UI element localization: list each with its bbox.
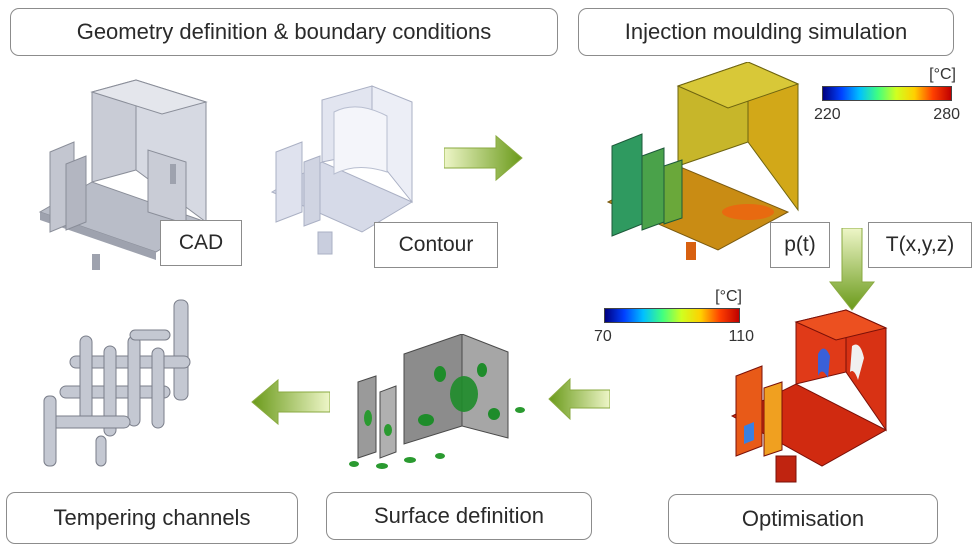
injection-colorbar-unit: [°C] bbox=[929, 66, 956, 83]
injection-colorbar-max: 280 bbox=[933, 106, 960, 123]
surface-model-image bbox=[349, 334, 525, 469]
right-arrow-icon bbox=[444, 134, 523, 182]
down-arrow-icon bbox=[828, 228, 876, 311]
optimisation-colorbar-min: 70 bbox=[594, 328, 612, 345]
tempering-stage-title: Tempering channels bbox=[6, 492, 298, 544]
optimisation-model-image bbox=[730, 309, 888, 483]
optimisation-colorbar-max: 110 bbox=[728, 328, 754, 345]
left-arrow-icon bbox=[548, 378, 610, 420]
injection-colorbar: [°C] 220 280 bbox=[814, 66, 960, 124]
optimisation-stage-title: Optimisation bbox=[668, 494, 938, 544]
surface-stage-title: Surface definition bbox=[326, 492, 592, 540]
injection-model-image bbox=[606, 62, 800, 260]
temperature-label: T(x,y,z) bbox=[868, 222, 972, 268]
left-arrow-icon bbox=[251, 378, 330, 426]
geometry-stage-title: Geometry definition & boundary condition… bbox=[10, 8, 558, 56]
injection-stage-title: Injection moulding simulation bbox=[578, 8, 954, 56]
contour-label: Contour bbox=[374, 222, 498, 268]
cad-label: CAD bbox=[160, 220, 242, 266]
optimisation-colorbar-unit: [°C] bbox=[715, 288, 742, 305]
cad-model-image bbox=[38, 79, 208, 270]
injection-colorbar-gradient bbox=[822, 86, 952, 101]
pressure-label: p(t) bbox=[770, 222, 830, 268]
optimisation-colorbar: [°C] 70 110 bbox=[594, 288, 754, 346]
optimisation-colorbar-gradient bbox=[604, 308, 740, 323]
contour-model-image bbox=[270, 85, 414, 255]
injection-colorbar-min: 220 bbox=[814, 106, 841, 123]
tempering-model-image bbox=[43, 299, 191, 467]
